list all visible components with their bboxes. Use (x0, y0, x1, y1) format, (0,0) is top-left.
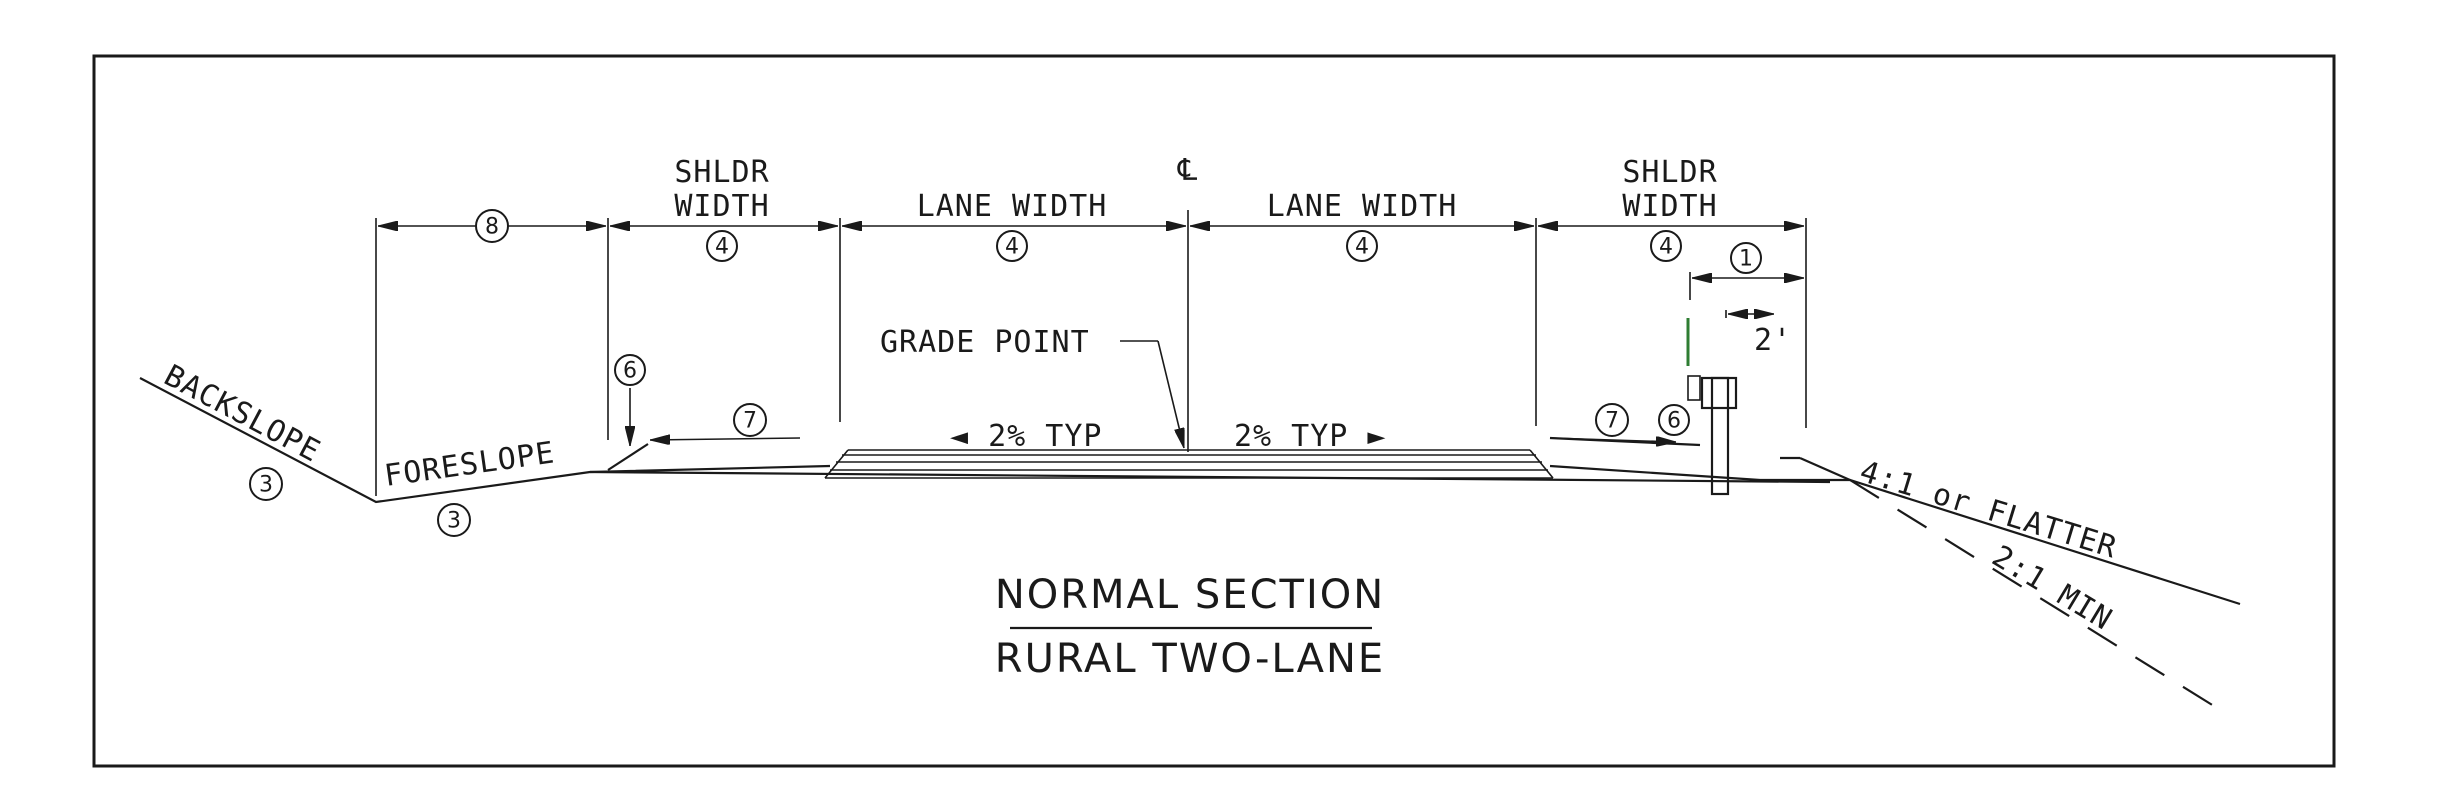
grade-point-label: GRADE POINT (880, 325, 1090, 360)
svg-text:1: 1 (1739, 247, 1753, 272)
svg-text:8: 8 (485, 215, 499, 240)
shldr-label-left: SHLDR (674, 155, 769, 190)
callout-3-backslope: 3 (249, 467, 283, 501)
callout-1: 1 (1730, 242, 1762, 274)
callout-4-right-lane: 4 (1346, 230, 1378, 262)
centerline-symbol: ℄ (1177, 153, 1198, 188)
callout-4-right-shoulder: 4 (1650, 230, 1682, 262)
extension-lines (375, 210, 1807, 496)
lane-width-label-left: LANE WIDTH (917, 189, 1108, 224)
callout-4-left-shoulder: 4 (706, 230, 738, 262)
callout-6-right: 6 (1658, 404, 1690, 436)
svg-text:7: 7 (1605, 409, 1619, 434)
callout-3-foreslope: 3 (437, 503, 471, 537)
width-label-right: WIDTH (1622, 189, 1717, 224)
callout-7-left: 7 (733, 403, 767, 437)
shldr-label-right: SHLDR (1622, 155, 1717, 190)
svg-text:3: 3 (259, 473, 273, 498)
svg-text:6: 6 (1667, 409, 1681, 434)
callout-4-left-lane: 4 (996, 230, 1028, 262)
width-label-left: WIDTH (674, 189, 769, 224)
svg-text:6: 6 (623, 359, 637, 384)
svg-text:3: 3 (447, 509, 461, 534)
lane-width-label-right: LANE WIDTH (1267, 189, 1458, 224)
foreslope-label: FORESLOPE (382, 435, 557, 494)
title-line-1: NORMAL SECTION (995, 572, 1385, 618)
backslope-label: BACKSLOPE (158, 358, 326, 469)
ground-profile (139, 377, 2241, 717)
callout-7-right: 7 (1595, 403, 1629, 437)
callout-8: 8 (475, 209, 509, 243)
slope-arrows (630, 340, 1676, 448)
dimension-lines (378, 226, 1804, 314)
typ-label-right: 2% TYP ► (1234, 419, 1387, 454)
pavement-layers (607, 436, 1701, 479)
title-line-2: RURAL TWO-LANE (995, 636, 1385, 682)
flatter-label: 4:1 or FLATTER (1856, 454, 2121, 565)
svg-text:4: 4 (1005, 235, 1019, 260)
drawing-frame (92, 54, 2336, 768)
svg-text:4: 4 (1355, 235, 1369, 260)
two-foot-label: 2' (1754, 323, 1792, 358)
svg-text:4: 4 (1659, 235, 1673, 260)
callout-6-left: 6 (614, 354, 646, 386)
svg-text:4: 4 (715, 235, 729, 260)
svg-text:7: 7 (743, 409, 757, 434)
guardrail (1687, 375, 1738, 496)
typ-label-left: ◄ 2% TYP (950, 419, 1103, 454)
